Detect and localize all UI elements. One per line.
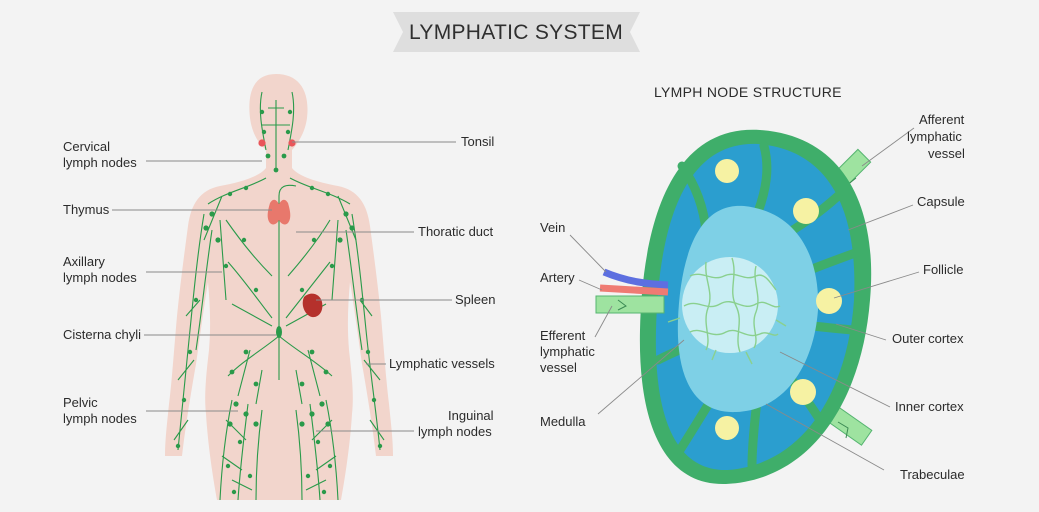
label-efferent-line3: vessel [540,360,577,375]
title-ribbon [393,12,640,52]
artery-vessel [599,284,669,296]
node-diagram: LYMPH NODE STRUCTURE [540,84,965,485]
label-medulla: Medulla [540,414,586,429]
label-efferent-line1: Efferent [540,328,586,343]
label-trabeculae: Trabeculae [900,467,965,482]
label-follicle: Follicle [923,262,963,277]
body-leader-lines [112,141,456,432]
label-axillary-line1: Axillary [63,254,105,269]
node-diagram-title: LYMPH NODE STRUCTURE [654,84,842,100]
left-leg-vessels [219,399,263,501]
lymph-node-dots [175,109,383,495]
head-vessels [259,91,295,170]
right-leg-vessels [295,399,339,501]
label-afferent-line3: vessel [928,146,965,161]
follicle-3 [816,288,842,314]
label-cervical-line1: Cervical [63,139,110,154]
abdomen-vessels [227,335,333,405]
label-afferent-line1: Afferent [919,112,965,127]
label-thymus: Thymus [63,202,110,217]
trunk-vessels [219,219,339,327]
follicle-2 [793,198,819,224]
label-tonsil: Tonsil [461,134,494,149]
label-axillary-line2: lymph nodes [63,270,137,285]
label-efferent-line2: lymphatic [540,344,595,359]
label-inguinal-line1: Inguinal [448,408,494,423]
label-spleen: Spleen [455,292,495,307]
label-artery: Artery [540,270,575,285]
label-afferent-line2: lymphatic [907,129,962,144]
follicles [715,159,842,440]
label-capsule: Capsule [917,194,965,209]
follicle-1 [715,159,739,183]
left-arm-vessels [173,213,213,451]
follicle-5 [715,416,739,440]
title-banner: LYMPHATIC SYSTEM [393,12,640,52]
label-vein: Vein [540,220,565,235]
tonsil-right [288,139,296,147]
cisterna-chyli-organ [276,326,282,338]
spleen-organ [302,293,323,318]
efferent-vessel [595,295,665,314]
label-inguinal-line2: lymph nodes [418,424,492,439]
label-thoracic-duct: Thoratic duct [418,224,494,239]
thoracic-duct-vessel [278,184,297,330]
medulla [682,257,778,353]
thymus-organ [267,199,291,225]
label-lymphatic-vessels: Lymphatic vessels [389,356,495,371]
tonsil-left [258,139,266,147]
label-pelvic-line2: lymph nodes [63,411,137,426]
body-diagram: Cervical lymph nodes Thymus Axillary lym… [63,74,495,501]
label-outer-cortex: Outer cortex [892,331,964,346]
shoulder-vessels [203,177,357,241]
follicle-4 [790,379,816,405]
medulla-network [667,257,787,365]
label-inner-cortex: Inner cortex [895,399,964,414]
node-leader-lines [569,127,920,471]
label-cervical-line2: lymph nodes [63,155,137,170]
vein-vessel [602,268,669,289]
label-pelvic-line1: Pelvic [63,395,98,410]
page-title: LYMPHATIC SYSTEM [409,21,623,44]
right-arm-vessels [345,213,385,451]
label-cisterna-chyli: Cisterna chyli [63,327,141,342]
